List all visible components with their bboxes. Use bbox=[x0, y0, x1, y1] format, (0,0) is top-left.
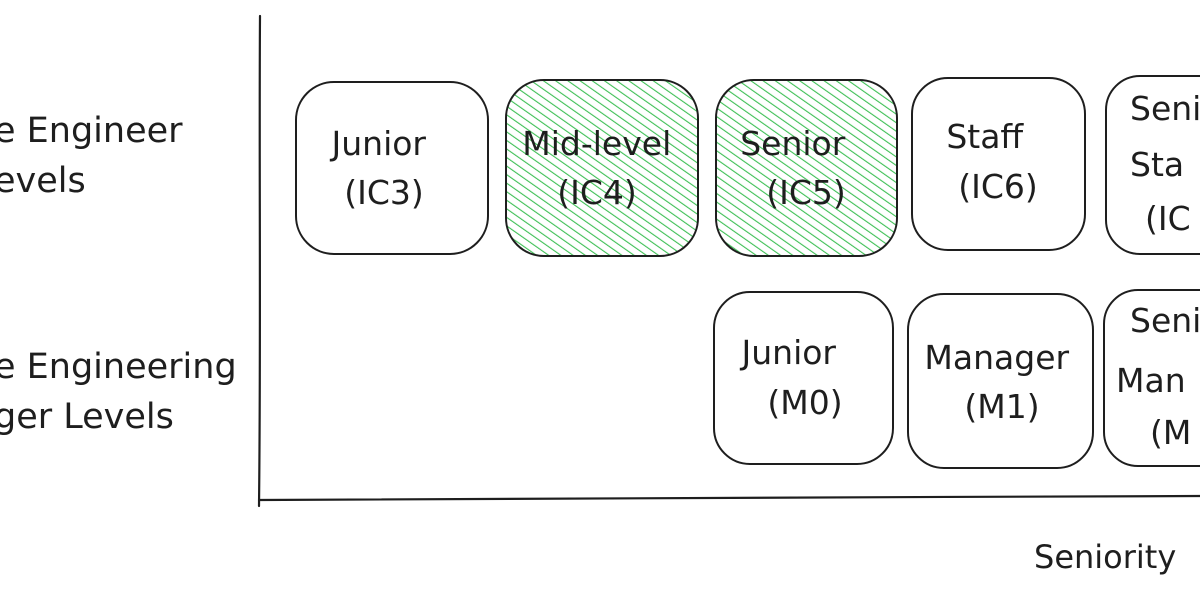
level-box-senior-manager: Seni Man (M bbox=[1103, 289, 1200, 467]
x-axis-line bbox=[257, 494, 1200, 502]
level-box-frame bbox=[295, 81, 489, 255]
level-box-code: (M1) bbox=[964, 387, 1039, 426]
level-box-ic6: Staff (IC6) bbox=[911, 77, 1086, 251]
ic-row-label-line-1: e Engineer bbox=[0, 111, 183, 151]
level-box-code: (IC3) bbox=[344, 173, 424, 212]
manager-levels-row: Junior (M0) Manager (M1) Seni Man (M bbox=[713, 289, 1200, 469]
level-box-title: Seni bbox=[1130, 89, 1200, 128]
ic-levels-row: Junior (IC3) Mid-level (IC4) Senior (IC5… bbox=[295, 75, 1200, 257]
level-box-label: Junior (M0) bbox=[740, 333, 847, 422]
level-box-title: Staff bbox=[946, 117, 1024, 156]
ic-row-label: e Engineer evels bbox=[0, 111, 194, 201]
x-axis-label: Seniority bbox=[1034, 538, 1176, 576]
level-box-frame bbox=[713, 291, 894, 465]
level-box-title-2: Sta bbox=[1130, 145, 1184, 184]
level-box-label: Staff (IC6) bbox=[946, 117, 1037, 206]
level-box-frame bbox=[907, 293, 1094, 469]
level-box-m1: Manager (M1) bbox=[907, 293, 1094, 469]
level-box-code: (IC4) bbox=[557, 173, 637, 212]
level-box-label: Manager (M1) bbox=[924, 338, 1079, 426]
level-box-code: (IC bbox=[1145, 199, 1191, 238]
level-box-label: Junior (IC3) bbox=[330, 124, 437, 212]
manager-row-label-line-1: e Engineering bbox=[0, 347, 237, 387]
level-box-code: (IC6) bbox=[958, 167, 1038, 206]
level-box-frame bbox=[1103, 289, 1200, 467]
level-box-code: (M0) bbox=[767, 383, 842, 422]
level-box-m0: Junior (M0) bbox=[713, 291, 894, 465]
level-box-title: Junior bbox=[740, 333, 837, 372]
level-box-frame-highlighted bbox=[505, 79, 699, 257]
level-box-code: (IC5) bbox=[766, 173, 846, 212]
ic-row-label-line-2: evels bbox=[0, 161, 86, 201]
level-box-label: Seni Sta (IC bbox=[1130, 89, 1200, 238]
level-box-ic3: Junior (IC3) bbox=[295, 81, 489, 255]
level-box-frame bbox=[911, 77, 1086, 251]
level-box-frame bbox=[1105, 75, 1200, 255]
level-box-title: Seni bbox=[1130, 301, 1200, 340]
level-box-frame-highlighted bbox=[715, 79, 898, 257]
level-box-title: Mid-level bbox=[522, 124, 671, 163]
level-box-title: Manager bbox=[924, 338, 1069, 377]
level-box-title: Senior bbox=[740, 124, 846, 163]
level-box-title: Junior bbox=[330, 124, 427, 163]
level-box-label: Seni Man (M bbox=[1116, 301, 1200, 452]
level-box-ic5: Senior (IC5) bbox=[715, 79, 898, 257]
level-box-senior-staff: Seni Sta (IC bbox=[1105, 75, 1200, 255]
level-box-code: (M bbox=[1150, 413, 1191, 452]
y-axis-line bbox=[257, 14, 262, 508]
manager-row-label-line-2: ger Levels bbox=[0, 397, 174, 437]
manager-row-label: e Engineering ger Levels bbox=[0, 347, 248, 437]
level-box-title-2: Man bbox=[1116, 361, 1186, 400]
level-box-label: Mid-level (IC4) bbox=[522, 124, 681, 212]
level-box-label: Senior (IC5) bbox=[740, 124, 856, 212]
level-box-ic4: Mid-level (IC4) bbox=[505, 79, 699, 257]
